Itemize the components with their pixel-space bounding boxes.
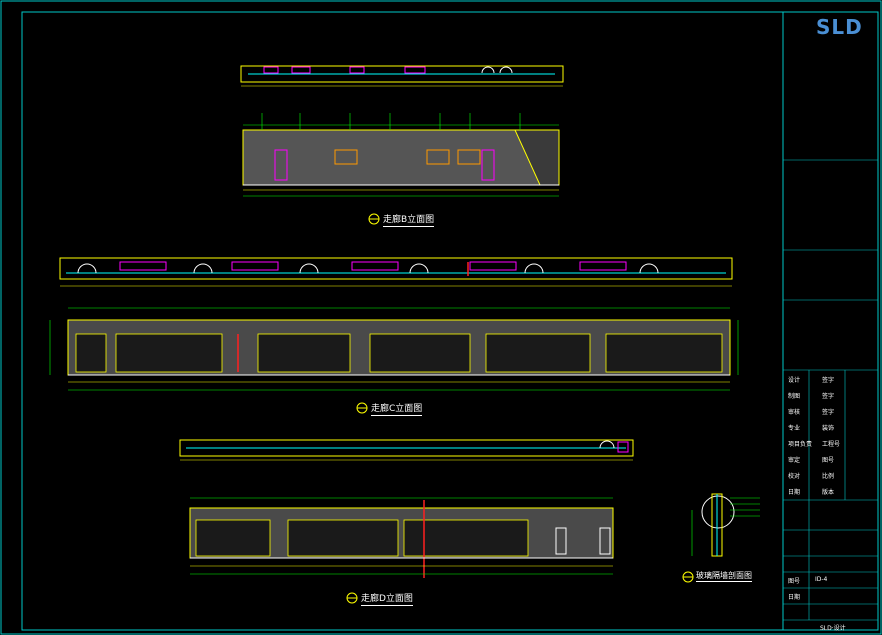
- tb-row-2-value: 签字: [822, 409, 835, 416]
- tb-row-5-value: 图号: [822, 457, 835, 464]
- caption-section: 玻璃隔墙剖面图: [696, 571, 752, 582]
- tb-row-6-value: 比例: [822, 473, 835, 480]
- tb-row-4-value: 工程号: [822, 441, 841, 448]
- tb-row-6-label: 校对: [788, 473, 801, 480]
- tb-row-0-label: 设计: [788, 377, 801, 384]
- tb-row-1-label: 制图: [788, 393, 801, 400]
- elevation-b: [49, 307, 739, 391]
- tb-row-7-label: 日期: [788, 489, 801, 496]
- tb-row-3-value: 装饰: [822, 425, 835, 432]
- tb-row-5-label: 审定: [788, 457, 801, 464]
- elevation-c: [189, 497, 614, 578]
- inner-frame: [21, 11, 879, 631]
- window-2: [426, 149, 450, 165]
- title-block: [783, 159, 878, 621]
- tb-row-0-value: 签字: [822, 377, 835, 384]
- tb-row-1-value: 签字: [822, 393, 835, 400]
- elev-b-caption-marker: [356, 402, 368, 414]
- door-2: [481, 149, 495, 181]
- plan-strip-lower: [179, 439, 634, 461]
- elev-a-caption-marker: [368, 213, 380, 225]
- tb-row-3-label: 专业: [788, 425, 801, 432]
- tb-date-label: 日期: [788, 594, 801, 601]
- tb-row-7-value: 版本: [822, 489, 835, 496]
- caption-elevation-a: 走廊B立面图: [383, 215, 435, 227]
- window-3: [457, 149, 481, 165]
- caption-elevation-c: 走廊D立面图: [361, 594, 413, 606]
- window-1: [334, 149, 358, 165]
- tb-row-2-label: 审核: [788, 409, 801, 416]
- section-detail: [682, 493, 760, 583]
- elevation-a: [242, 113, 560, 197]
- plan-strip-middle: [59, 257, 733, 287]
- brand-logo: SLD: [816, 15, 863, 39]
- caption-elevation-b: 走廊C立面图: [371, 404, 423, 416]
- tb-footer: SLD·设计: [820, 625, 846, 632]
- plan-strip-top: [240, 65, 564, 87]
- tb-row-4-label: 项目负责: [788, 441, 813, 448]
- door-1: [274, 149, 288, 181]
- tb-sheet: ID-4: [815, 576, 828, 583]
- tb-drawing-no: 图号: [788, 578, 801, 585]
- elev-c-caption-marker: [346, 592, 358, 604]
